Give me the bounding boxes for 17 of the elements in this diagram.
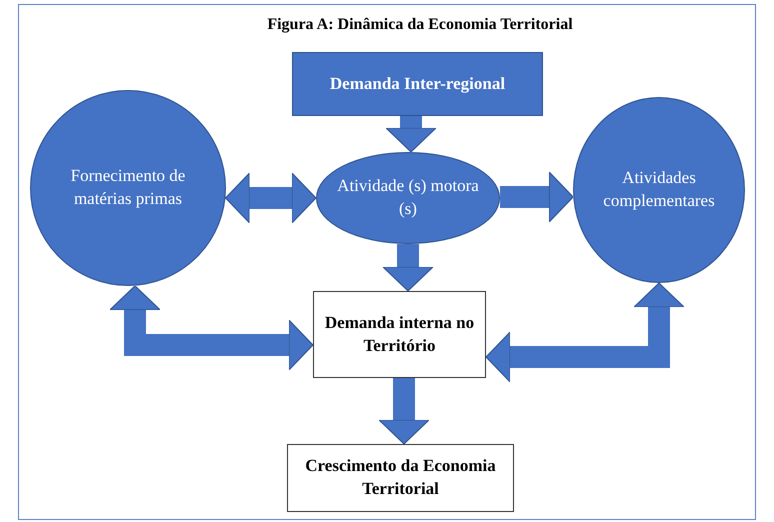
block-arrow (486, 282, 684, 382)
node-label: Atividades complementares (602, 167, 716, 212)
block-arrow (382, 244, 434, 292)
block-arrow (386, 116, 436, 153)
process-box (287, 444, 514, 512)
node-label: Demanda Inter-regional (330, 72, 506, 95)
block-arrow (225, 172, 316, 224)
block-arrow (378, 378, 430, 444)
filled-box (292, 52, 543, 116)
block-arrow (500, 172, 574, 222)
node-label: Atividade (s) motora (s) (336, 175, 480, 220)
node-label: Crescimento da Economia Territorial (304, 455, 497, 500)
node-label: Demanda interna no Território (324, 312, 476, 356)
block-arrow (110, 285, 314, 370)
process-box (313, 291, 486, 378)
diagram-title: Figura A: Dinâmica da Economia Territorial (266, 16, 574, 34)
node-label: Fornecimento de matérias primas (70, 165, 186, 210)
